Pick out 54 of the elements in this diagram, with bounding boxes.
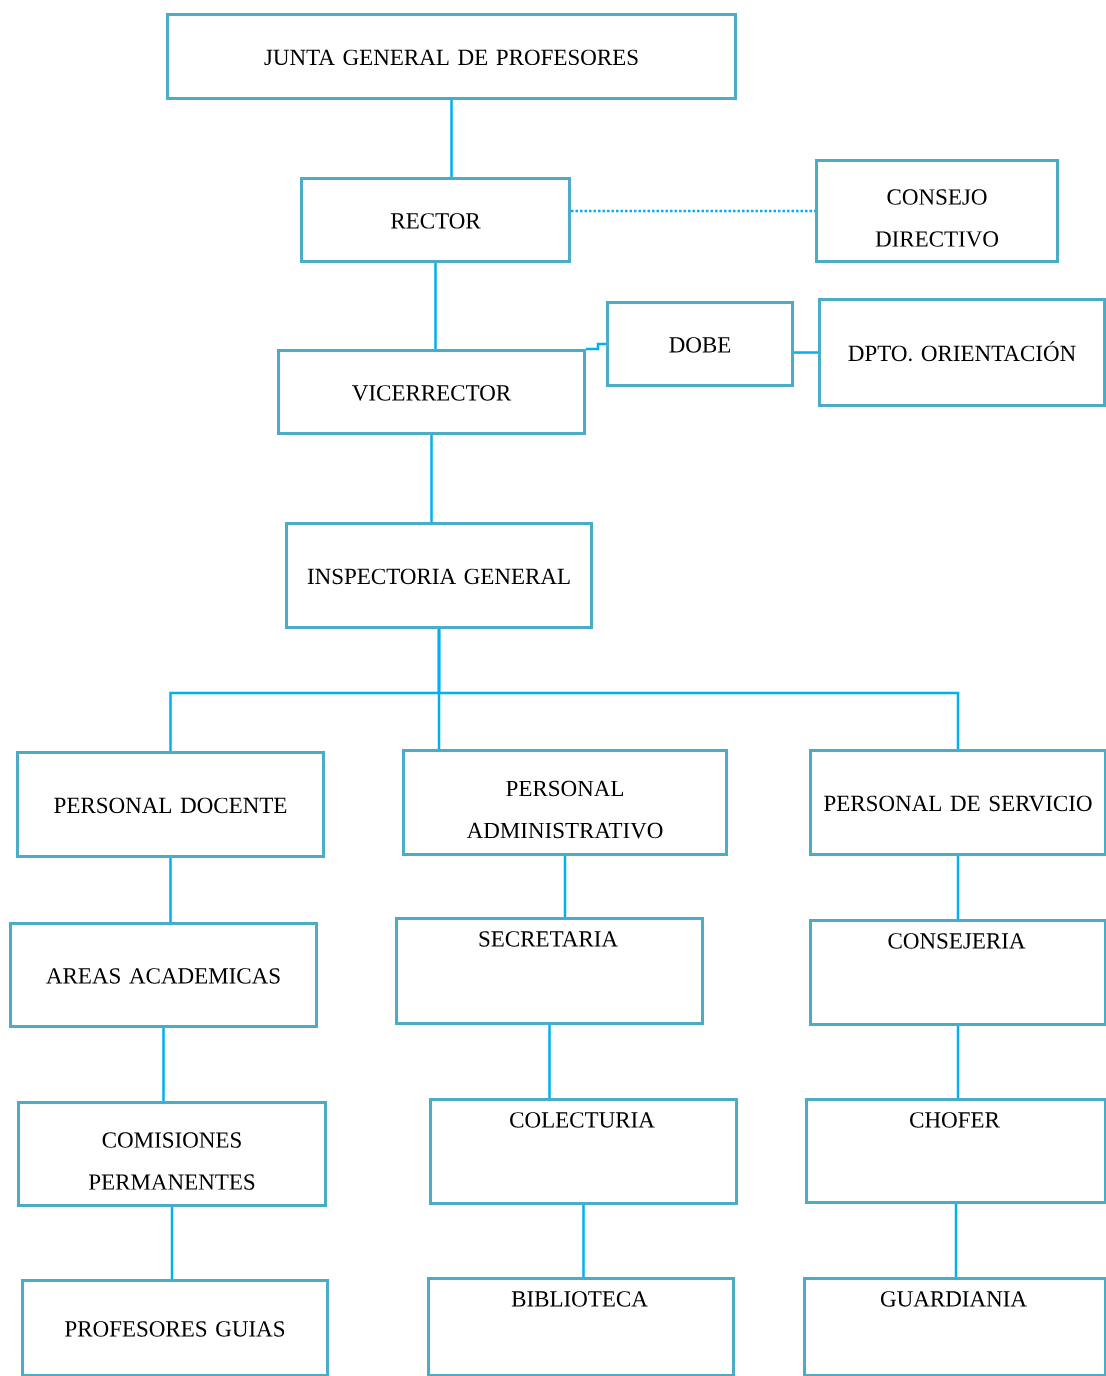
node-label: DPTO. ORIENTACIÓN [848,341,1076,362]
connector-line [956,856,960,919]
connector-line [170,1207,174,1279]
node-label: COMISIONES PERMANENTES [88,1132,255,1190]
connector-line [586,342,606,351]
org-box [427,1277,735,1376]
org-box [809,749,1106,856]
connector-line [548,1025,551,1098]
connector-line [954,1204,958,1277]
org-box [606,301,794,387]
connector-line [563,856,567,917]
org-box [300,177,571,263]
connector-line [434,263,437,349]
org-box [21,1279,329,1376]
org-box [17,1101,327,1207]
org-box [805,1098,1106,1204]
node-label: GUARDIANIA [880,1291,1027,1307]
node-label: CONSEJO DIRECTIVO [875,189,999,247]
connector-line [162,1028,165,1101]
node-label: AREAS ACADEMICAS [46,968,280,984]
connector-line [794,351,818,354]
node-label: PROFESORES GUIAS [65,1321,285,1337]
connector-line [582,1205,585,1277]
org-box [809,919,1106,1026]
org-box [277,349,586,435]
org-box [803,1277,1106,1376]
node-label: COLECTURIA [510,1112,655,1128]
connector-line [956,1026,960,1098]
org-box [166,13,737,100]
connector-line [450,100,453,177]
connector-line [437,629,960,749]
org-box [285,522,593,629]
org-box [402,749,728,856]
connector-line [571,209,815,213]
org-box [395,917,704,1025]
connector-line [430,435,433,522]
node-label: VICERRECTOR [352,385,512,401]
org-box [429,1098,738,1205]
node-label: CONSEJERIA [888,933,1026,949]
node-label: PERSONAL ADMINISTRATIVO [466,780,663,839]
org-box [16,751,325,858]
node-label: BIBLIOTECA [511,1291,648,1307]
org-box [9,922,318,1028]
connector-line [169,858,172,922]
node-label: DOBE [669,337,731,353]
node-label: INSPECTORIA GENERAL [307,568,570,585]
node-label: RECTOR [391,213,481,229]
org-box [818,298,1106,407]
node-label: PERSONAL DOCENTE [54,797,287,814]
node-label: CHOFER [910,1112,1000,1128]
org-box [815,159,1059,263]
node-label: JUNTA GENERAL DE PROFESORES [264,49,638,66]
node-label: SECRETARIA [479,931,618,947]
node-label: PERSONAL DE SERVICIO [824,795,1092,812]
